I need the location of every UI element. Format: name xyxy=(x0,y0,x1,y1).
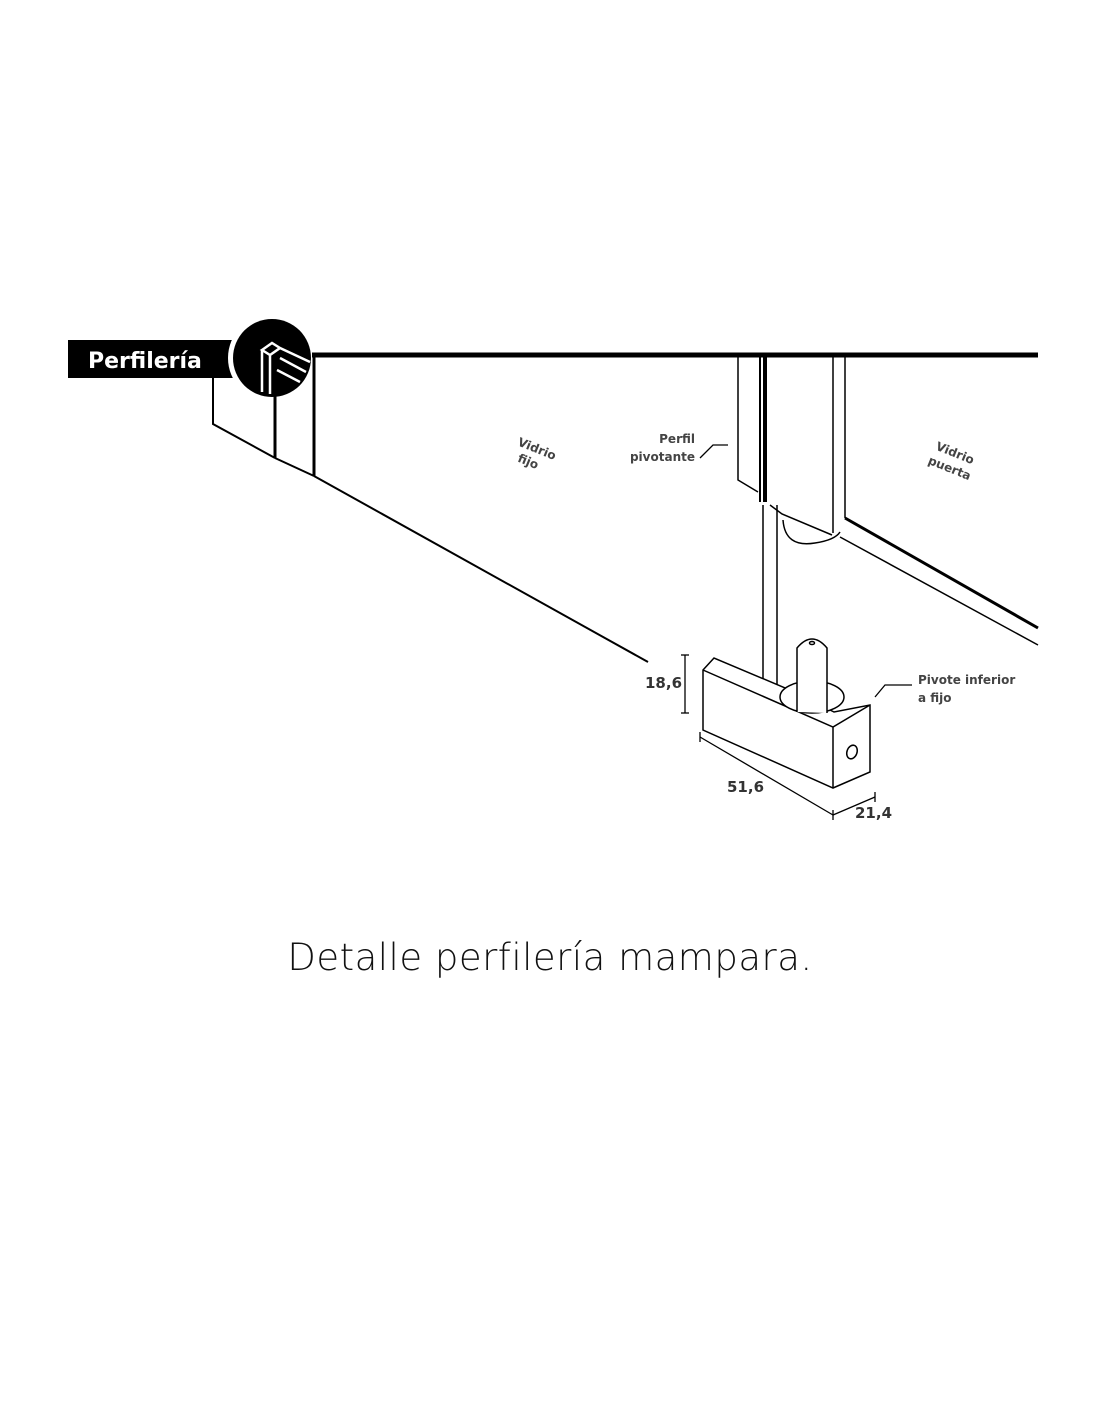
profile-section-icon xyxy=(233,319,311,397)
svg-text:pivotante: pivotante xyxy=(630,450,695,464)
dimension-height: 18,6 xyxy=(645,674,682,692)
label-vidrio-fijo: Vidrio fijo xyxy=(516,435,558,472)
svg-text:Perfil: Perfil xyxy=(659,432,695,446)
figure-caption: Detalle perfilería mampara. xyxy=(287,936,813,979)
screw-hole-icon xyxy=(845,744,859,760)
svg-text:a fijo: a fijo xyxy=(918,691,952,705)
label-perfil-pivotante: Perfil pivotante xyxy=(630,432,695,464)
perfileria-header: Perfilería xyxy=(68,314,316,402)
dimension-length: 51,6 xyxy=(727,778,764,796)
dimension-width: 21,4 xyxy=(855,804,892,822)
label-pivote-inferior: Pivote inferior a fijo xyxy=(918,673,1015,705)
bottom-pivot-block xyxy=(702,638,871,789)
header-title: Perfilería xyxy=(88,349,202,374)
dimension-lines xyxy=(681,444,912,820)
label-vidrio-puerta: Vidrio puerta xyxy=(926,439,976,483)
svg-text:Pivote inferior: Pivote inferior xyxy=(918,673,1015,687)
frame-lines xyxy=(212,352,1039,690)
